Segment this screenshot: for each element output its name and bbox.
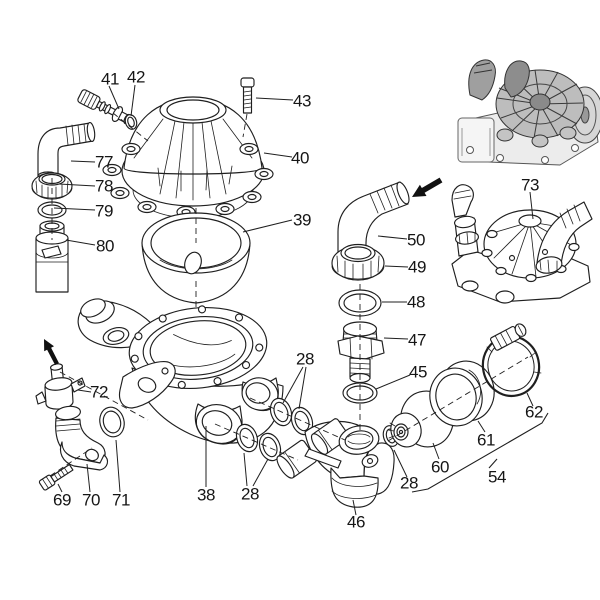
part-label-62-24: 62 (525, 403, 543, 422)
leader-line-27 (477, 420, 486, 433)
part-fitting-47 (337, 321, 385, 384)
part-label-42-1: 42 (127, 68, 145, 87)
leader-line-4 (242, 219, 293, 233)
body-port-upper (241, 377, 279, 412)
leader-line-0 (108, 85, 120, 110)
bracket-54-line (411, 412, 549, 493)
part-label-28-14: 28 (241, 485, 259, 504)
part-label-73-23: 73 (521, 176, 539, 195)
part-ring-61 (429, 360, 495, 427)
axis-line-9 (59, 371, 149, 421)
part-valve-41 (77, 89, 131, 125)
assembly-complete-pump (457, 59, 600, 166)
axis-line-10 (49, 447, 93, 477)
leader-line-2 (255, 97, 294, 101)
part-elbow-77 (37, 122, 96, 181)
part-label-77-5: 77 (95, 153, 113, 172)
leader-line-6 (58, 183, 96, 187)
leader-line-12 (115, 439, 121, 493)
part-elbow-70 (55, 405, 109, 471)
part-label-61-25: 61 (477, 431, 495, 450)
part-oring-71 (99, 406, 125, 438)
part-label-70-11: 70 (82, 491, 100, 510)
part-label-41-0: 41 (101, 70, 119, 89)
part-ringnut-78 (31, 172, 73, 200)
leader-line-11 (86, 463, 91, 493)
leader-line-23 (383, 337, 409, 340)
body-port-lower (194, 403, 243, 445)
leader-line-15 (252, 458, 269, 487)
leader-line-25 (529, 191, 534, 220)
leader-line-26 (526, 392, 534, 407)
axis-dashed-lines (49, 112, 529, 477)
axis-line-2 (242, 113, 248, 138)
leader-line-19 (352, 499, 357, 516)
part-label-28-15: 28 (296, 350, 314, 369)
part-label-43-2: 43 (293, 92, 311, 111)
part-dome-cover-40 (102, 96, 274, 219)
group-bracket-54 (411, 412, 549, 493)
leader-line-9 (77, 389, 92, 393)
part-clamp-62 (481, 323, 542, 398)
part-number-labels: 41 42 43 40 39 77 78 79 80 72 69 70 71 38 28 28 28 46 50 49… (53, 68, 544, 532)
part-oring-45 (342, 382, 378, 404)
part-label-49-19: 49 (408, 258, 426, 277)
part-label-39-4: 39 (293, 211, 311, 230)
leader-line-7 (53, 207, 96, 211)
part-label-47-21: 47 (408, 331, 426, 350)
leader-lines (53, 84, 534, 516)
part-valve-72 (35, 363, 86, 410)
part-label-79-7: 79 (95, 202, 113, 221)
flow-arrow-right-icon (412, 177, 443, 197)
part-label-50-18: 50 (407, 231, 425, 250)
part-label-54-27: 54 (488, 468, 506, 487)
part-label-71-12: 71 (112, 491, 130, 510)
leader-line-14 (243, 452, 248, 487)
part-diaphragm-39 (141, 212, 251, 304)
part-label-40-3: 40 (291, 149, 309, 168)
leader-line-10 (57, 483, 63, 493)
dome-pins (157, 165, 233, 192)
part-label-38-13: 38 (197, 486, 215, 505)
leader-line-8 (65, 239, 96, 246)
leader-line-3 (263, 152, 293, 158)
part-label-72-9: 72 (90, 383, 108, 402)
part-label-78-6: 78 (95, 177, 113, 196)
axis-line-6 (249, 397, 346, 441)
part-label-28-16: 28 (400, 474, 418, 493)
dome-lugs (102, 142, 274, 219)
leader-line-28 (432, 442, 440, 460)
axis-line-3 (112, 112, 149, 142)
part-label-60-26: 60 (431, 458, 449, 477)
part-pump-body-38 (77, 298, 284, 445)
leader-line-18 (393, 449, 408, 478)
flow-arrow-left-icon (44, 339, 59, 365)
part-bolt-69 (38, 463, 74, 491)
leader-line-24 (375, 374, 411, 390)
part-label-69-10: 69 (53, 491, 71, 510)
part-bolt-43 (240, 77, 255, 114)
body-mount-plate (118, 361, 176, 409)
part-label-48-20: 48 (407, 293, 425, 312)
leader-line-17 (298, 366, 307, 410)
leader-line-20 (377, 235, 408, 240)
leader-line-21 (384, 265, 409, 268)
part-oring-48 (338, 289, 382, 317)
leader-line-1 (130, 84, 136, 117)
leader-line-5 (70, 160, 96, 163)
part-label-80-8: 80 (96, 237, 114, 256)
assembly-head-73 (451, 184, 593, 304)
part-label-46-17: 46 (347, 513, 365, 532)
axis-line-7 (214, 423, 299, 461)
leader-line-16 (282, 366, 304, 404)
part-ringnut-49 (331, 243, 385, 281)
bracket-54-tick (488, 458, 498, 469)
part-label-45-22: 45 (409, 363, 427, 382)
axis-line-8 (387, 356, 529, 442)
part-manifold-46 (276, 418, 395, 508)
